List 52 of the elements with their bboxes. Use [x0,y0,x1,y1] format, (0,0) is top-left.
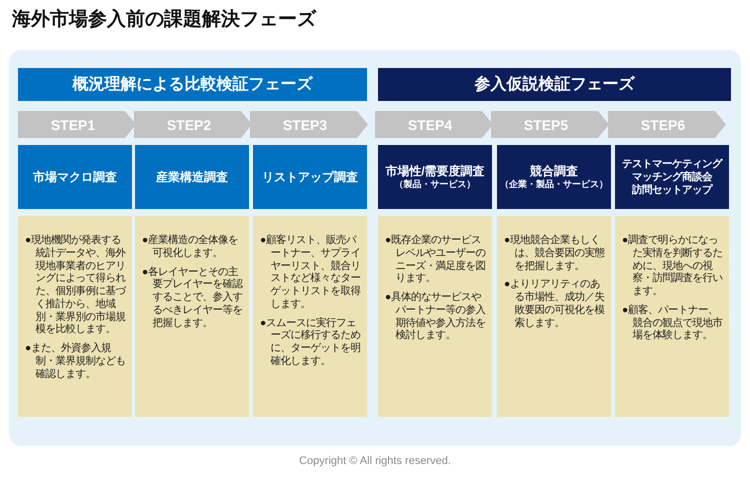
step-label: STEP1 [50,116,96,132]
step-tag [134,111,252,138]
phase-title: 概況理解による比較検証フェーズ [72,74,312,95]
method-header [135,145,249,209]
method-title: 訪問セットアップ [632,184,712,196]
bullet-text: ●また、外資参入規制・業界規制なども確認します。 [25,343,126,382]
step-tag [608,111,726,138]
method-title: 市場性/需要度調査 [385,164,485,179]
description-panel [497,216,611,417]
method-header [18,145,132,209]
bullet-text: ●産業構造の全体像を可視化します。 [142,235,240,261]
description-panel [135,216,249,417]
bullet-text: ●各レイヤーとその主要プレイヤーを確認することで、参入するべきレイヤー等を把握します。 [142,266,244,330]
phase-title: 参入仮説検証フェーズ [474,74,634,95]
bullet-text: ●調査で明らかになった実情を判断するために、現地への視察・訪問調査を行います。 [622,235,724,299]
method-subtitle: （企業・製品・サービス） [500,179,608,190]
description-panel [18,216,132,417]
step-label: STEP5 [524,116,568,132]
method-header [615,145,729,209]
phase-banner [378,68,731,101]
bullet-text: ●現地機関が発表する統計データや、海外現地事業者のヒアリングによって得られた、個別事例に基づく推計から、地域別・業界別の市場規模を比較します。 [25,235,127,338]
step-label: STEP4 [408,116,452,132]
method-title: テストマーケティング [622,158,722,170]
bullet-text: ●スムースに実行フェーズに移行するために、ターゲットを明確化します。 [260,318,362,369]
method-title: 市場マクロ調査 [33,170,117,184]
method-title: マッチング商談会 [632,170,712,184]
description-panel [615,216,729,417]
bullet-text: ●既存企業のサービスレベルやユーザーのニーズ・満足度を図ります。 [385,235,486,286]
step-label: STEP6 [640,116,686,132]
step-label: STEP2 [166,116,212,132]
page-title: 海外市場参入前の課題解決フェーズ [12,8,316,32]
method-title: 競合調査 [530,164,578,179]
method-header [378,145,492,209]
method-title: 産業構造調査 [156,170,228,184]
step-tag [491,111,609,138]
bullet-text: ●顧客、パートナー、競合の観点で現地市場を体験します。 [622,304,724,344]
bullet-text: ●現地競合企業もしくは、競合要因の実態を把握します。 [504,235,606,274]
method-subtitle: （製品・サービス） [394,179,476,190]
step-label: STEP3 [282,116,328,132]
step-tag [18,111,136,138]
description-panel [253,216,367,417]
copyright-notice: Copyright © All rights reserved. [299,455,451,467]
description-panel [378,216,492,417]
step-tag [375,111,493,138]
method-title: リストアップ調査 [262,170,358,184]
method-header [497,145,611,209]
step-tag [250,111,368,138]
bullet-text: ●よりリアリティのある市場性、成功／失敗要因の可視化を模索します。 [504,279,606,330]
bullet-text: ●具体的なサービスやパートナー等の参入期待値や参入方法を検討します。 [385,292,486,344]
method-header [253,145,367,209]
phase-banner [18,68,367,101]
bullet-text: ●顧客リスト、販売パートナー、サプライヤーリスト、競合リストなど様々なターゲットリストを取得します。 [260,235,362,312]
